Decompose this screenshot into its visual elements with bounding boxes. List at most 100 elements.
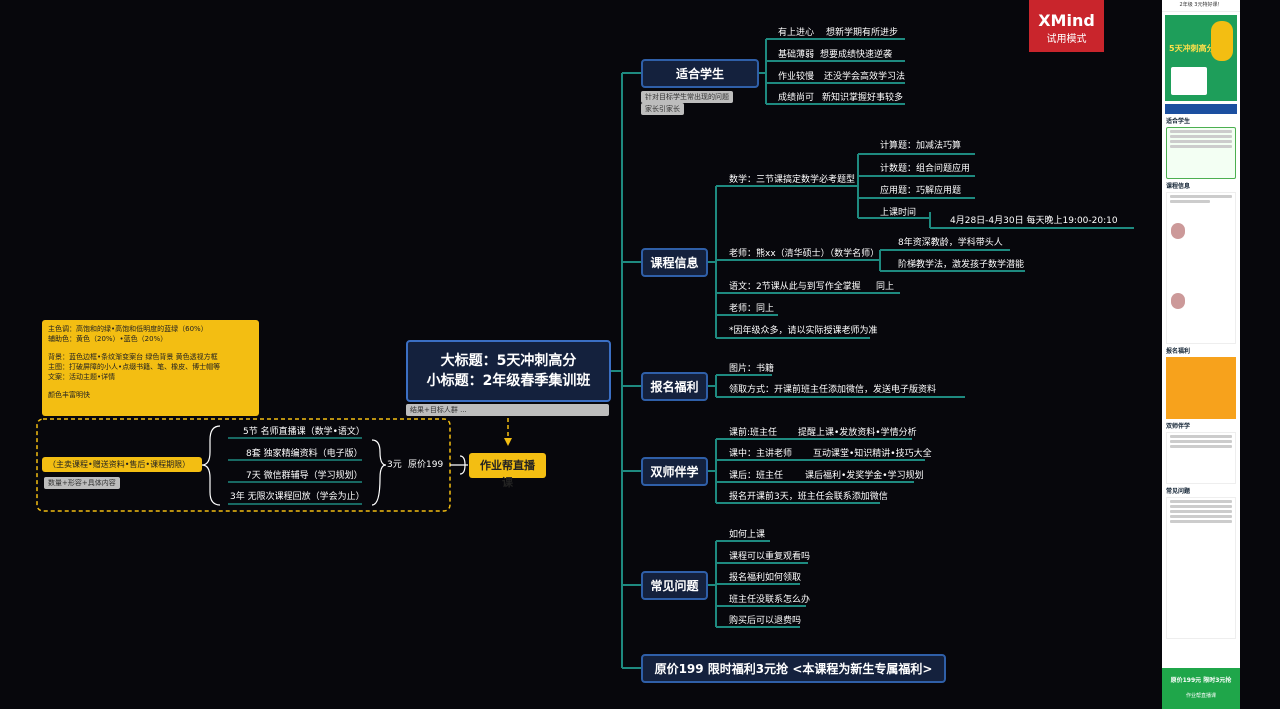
- info-teacher-item-2[interactable]: 阶梯教学法，激发孩子数学潜能: [898, 260, 1025, 270]
- price-original[interactable]: 原价199: [408, 460, 444, 470]
- students-item-4-b[interactable]: 新知识掌握好事较多: [822, 93, 904, 103]
- info-math-item-3[interactable]: 应用题：巧解应用题: [880, 186, 962, 196]
- phone-line: [1170, 505, 1232, 508]
- phone-students-card: [1166, 127, 1236, 179]
- phone-line: [1170, 145, 1232, 148]
- faq-item-5[interactable]: 购买后可以退费吗: [729, 616, 802, 626]
- faq-item-4[interactable]: 班主任没联系怎么办: [729, 595, 811, 605]
- xmind-trial-badge[interactable]: XMind 试用模式: [1029, 0, 1104, 52]
- style-note-line: 主色调：高饱和的绿•高饱和低明度的蓝绿（60%）: [48, 325, 208, 333]
- style-note-spacer: [48, 344, 253, 352]
- central-title: 大标题：5天冲刺高分: [440, 353, 577, 369]
- teacher-avatar: [1171, 223, 1185, 239]
- phone-line: [1170, 130, 1232, 133]
- info-chinese-same[interactable]: 同上: [876, 282, 895, 292]
- students-item-1-a[interactable]: 有上进心: [778, 28, 815, 38]
- faq-item-3[interactable]: 报名福利如何领取: [729, 573, 802, 583]
- trial-mode-text: 试用模式: [1046, 34, 1087, 45]
- benefits-item-2[interactable]: 领取方式：开课前班主任添加微信，发送电子版资料: [729, 385, 937, 395]
- phone-line: [1170, 445, 1232, 448]
- companion-item-2-a[interactable]: 课中：主讲老师: [729, 449, 793, 459]
- info-teacher-2[interactable]: 老师：同上: [729, 304, 775, 314]
- product-item-1[interactable]: 5节 名师直播课（数学•语文）: [243, 427, 365, 437]
- central-topic[interactable]: 大标题：5天冲刺高分 小标题：2年级春季集训班: [406, 340, 611, 402]
- homework-topic[interactable]: 作业帮直播课: [469, 453, 546, 489]
- phone-line: [1170, 440, 1232, 443]
- phone-banner-figure-icon: [1211, 21, 1233, 61]
- product-item-3[interactable]: 7天 微信群辅导（学习规划）: [246, 471, 363, 481]
- companion-item-2-b[interactable]: 互动课堂•知识精讲•技巧大全: [813, 449, 932, 459]
- central-subtitle: 小标题：2年级春季集训班: [426, 373, 591, 389]
- main-product-note: 数量+形容+具体内容: [44, 477, 120, 489]
- phone-section-benefits: 报名福利: [1166, 348, 1191, 355]
- info-footnote[interactable]: *因年级众多，请以实际授课老师为准: [729, 326, 878, 336]
- topic-companion[interactable]: 双师伴学: [641, 457, 708, 486]
- topic-students[interactable]: 适合学生: [641, 59, 759, 88]
- students-item-2-b[interactable]: 想要成绩快速逆袭: [820, 50, 893, 60]
- topic-course-info[interactable]: 课程信息: [641, 248, 708, 277]
- product-item-2[interactable]: 8套 独家精编资料（电子版）: [246, 449, 363, 459]
- phone-strip: [1165, 104, 1237, 114]
- phone-preview[interactable]: 2年级 3元特好课！ 5天冲刺高分 适合学生 课程信息 报名福利 双师伴学 常见…: [1162, 0, 1240, 709]
- info-math[interactable]: 数学：三节课搞定数学必考题型: [729, 175, 856, 185]
- phone-banner: 5天冲刺高分: [1165, 15, 1237, 101]
- phone-line: [1170, 520, 1232, 523]
- info-teacher[interactable]: 老师：熊xx（清华硕士）（数学名师）: [729, 249, 880, 259]
- phone-line: [1170, 195, 1232, 198]
- students-item-4-a[interactable]: 成绩尚可: [778, 93, 815, 103]
- teacher-avatar: [1171, 293, 1185, 309]
- companion-item-1-b[interactable]: 提醒上课•发放资料•学情分析: [798, 428, 917, 438]
- topic-label: 课程信息: [650, 256, 699, 270]
- phone-section-faq: 常见问题: [1166, 488, 1191, 495]
- info-chinese[interactable]: 语文：2节课从此与到写作全掌握: [729, 282, 861, 292]
- phone-line: [1170, 510, 1232, 513]
- style-note-line: 主图：打破屏障的小人•点缀书籍、笔、橡皮、博士帽等: [48, 363, 221, 371]
- main-product-label[interactable]: （主卖课程•赠送资料•售后•课程期限）: [42, 457, 202, 472]
- style-note-line: 辅助色：黄色（20%）•蓝色（20%）: [48, 335, 168, 343]
- central-note: 结果+目标人群 ...: [406, 404, 609, 416]
- topic-benefits[interactable]: 报名福利: [641, 372, 708, 401]
- phone-line: [1170, 500, 1232, 503]
- phone-info-card: [1166, 192, 1236, 344]
- students-item-3-a[interactable]: 作业较慢: [778, 72, 815, 82]
- info-teacher-item-1[interactable]: 8年资深教龄，学科带头人: [898, 238, 1003, 248]
- topic-label: 适合学生: [675, 67, 724, 81]
- students-item-1-b[interactable]: 想新学期有所进步: [826, 28, 899, 38]
- phone-bottom-bar[interactable]: 原价199元 限时3元抢 作业帮直播课: [1162, 668, 1240, 709]
- faq-item-2[interactable]: 课程可以重复观看吗: [729, 552, 811, 562]
- topic-faq[interactable]: 常见问题: [641, 571, 708, 600]
- info-math-item-4[interactable]: 上课时间: [880, 208, 917, 218]
- style-note-line: 背景：蓝色边框•条纹渐变案台 绿色背景 黄色透视方框: [48, 353, 218, 361]
- benefits-item-1[interactable]: 图片：书籍: [729, 364, 775, 374]
- note-students-1: 针对目标学生常出现的问题: [641, 91, 733, 103]
- price-3yuan[interactable]: 3元: [387, 460, 402, 470]
- phone-benefits-image: [1166, 357, 1236, 419]
- info-math-item-1[interactable]: 计算题：加减法巧算: [880, 141, 962, 151]
- xmind-logo-text: XMind: [1038, 11, 1095, 30]
- companion-item-3-b[interactable]: 课后福利•发奖学金•学习规划: [805, 471, 924, 481]
- phone-section-students: 适合学生: [1166, 118, 1191, 125]
- info-schedule[interactable]: 4月28日-4月30日 每天晚上19:00-20:10: [950, 216, 1118, 226]
- topic-label: 原价199 限时福利3元抢 <本课程为新生专属福利>: [654, 662, 933, 676]
- companion-item-1-a[interactable]: 课前:班主任: [729, 428, 778, 438]
- topic-price[interactable]: 原价199 限时福利3元抢 <本课程为新生专属福利>: [641, 654, 946, 683]
- note-students-2: 家长引家长: [641, 103, 684, 115]
- phone-banner-title: 5天冲刺高分: [1169, 44, 1215, 53]
- students-item-2-a[interactable]: 基础薄弱: [778, 50, 815, 60]
- product-item-4[interactable]: 3年 无限次课程回放（学会为止）: [230, 492, 365, 502]
- phone-bottom-logo: 作业帮直播课: [1185, 693, 1216, 699]
- companion-item-3-a[interactable]: 课后：班主任: [729, 471, 784, 481]
- style-notes-box[interactable]: 主色调：高饱和的绿•高饱和低明度的蓝绿（60%） 辅助色：黄色（20%）•蓝色（…: [42, 320, 259, 416]
- info-math-item-2[interactable]: 计数题：组合问题应用: [880, 164, 971, 174]
- style-note-spacer: [48, 382, 253, 390]
- students-item-3-b[interactable]: 还没学会高效学习法: [824, 72, 906, 82]
- phone-line: [1170, 515, 1232, 518]
- main-product-text: （主卖课程•赠送资料•售后•课程期限）: [48, 460, 191, 469]
- phone-line: [1170, 200, 1210, 203]
- phone-faq-card: [1166, 497, 1236, 639]
- faq-item-1[interactable]: 如何上课: [729, 530, 766, 540]
- companion-item-4[interactable]: 报名开课前3天，班主任会联系添加微信: [729, 492, 888, 502]
- phone-section-info: 课程信息: [1166, 183, 1191, 190]
- phone-companion-card: [1166, 432, 1236, 484]
